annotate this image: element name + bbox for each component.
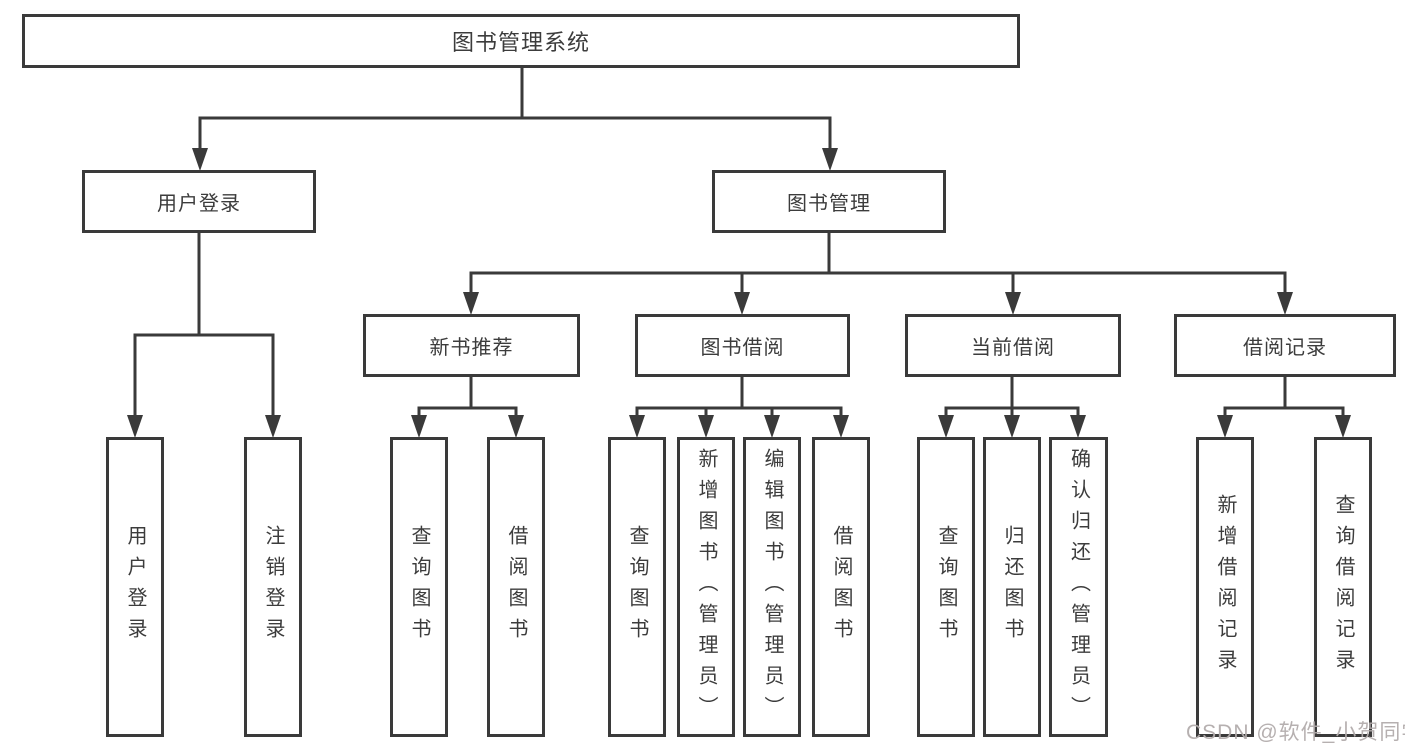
node-label: 查询图书 [408, 525, 430, 649]
leaf-query-books-recommend: 查询图书 [390, 437, 448, 737]
node-label: 借阅记录 [1243, 337, 1327, 359]
leaf-add-borrow-record: 新增借阅记录 [1196, 437, 1254, 737]
node-label: 查询借阅记录 [1332, 494, 1354, 680]
leaf-borrow-books-recommend: 借阅图书 [487, 437, 545, 737]
node-label: 新增借阅记录 [1214, 494, 1236, 680]
node-label: 借阅图书 [830, 525, 852, 649]
node-label: 编辑图书（管理员） [761, 447, 783, 727]
node-label: 注销登录 [262, 525, 284, 649]
node-label: 查询图书 [626, 525, 648, 649]
node-label: 确认归还（管理员） [1067, 447, 1090, 727]
node-label: 查询图书 [935, 525, 957, 649]
leaf-return-books: 归还图书 [983, 437, 1041, 737]
node-label: 当前借阅 [971, 337, 1055, 359]
node-book-management: 图书管理 [712, 170, 946, 233]
leaf-logout: 注销登录 [244, 437, 302, 737]
leaf-borrow-books: 借阅图书 [812, 437, 870, 737]
csdn-watermark: CSDN @软件_小贺同学 [1186, 721, 1405, 744]
node-borrow-records: 借阅记录 [1174, 314, 1396, 377]
leaf-edit-books-admin: 编辑图书（管理员） [743, 437, 801, 737]
leaf-add-books-admin: 新增图书（管理员） [677, 437, 735, 737]
node-label: 新增图书（管理员） [695, 447, 717, 727]
node-label: 图书管理系统 [451, 30, 590, 55]
leaf-query-borrow-record: 查询借阅记录 [1314, 437, 1372, 737]
node-label: 用户登录 [157, 193, 241, 215]
node-current-borrow: 当前借阅 [905, 314, 1121, 377]
node-book-borrow: 图书借阅 [635, 314, 850, 377]
leaf-query-books-borrow: 查询图书 [608, 437, 666, 737]
leaf-query-books-current: 查询图书 [917, 437, 975, 737]
node-user-login: 用户登录 [82, 170, 316, 233]
node-label: 借阅图书 [505, 525, 527, 649]
node-new-book-recommend: 新书推荐 [363, 314, 580, 377]
leaf-user-login: 用户登录 [106, 437, 164, 737]
node-label: 图书管理 [787, 193, 871, 215]
node-label: 用户登录 [124, 525, 146, 649]
node-label: 图书借阅 [700, 337, 785, 359]
leaf-confirm-return-admin: 确认归还（管理员） [1049, 437, 1108, 737]
node-library-management-system: 图书管理系统 [22, 14, 1020, 68]
node-label: 归还图书 [1001, 525, 1023, 649]
node-label: 新书推荐 [429, 337, 514, 359]
